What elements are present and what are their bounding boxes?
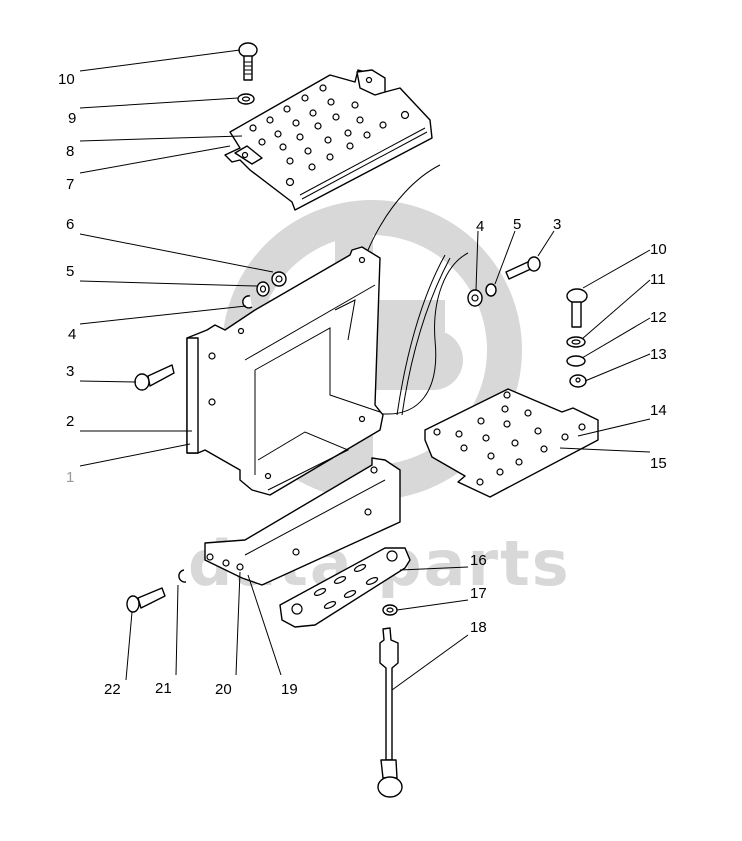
- washer-17: [382, 604, 398, 616]
- step-arm: [204, 457, 401, 586]
- callout-5-left: 5: [66, 263, 74, 280]
- callout-1: 1: [66, 469, 74, 486]
- callout-7: 7: [66, 176, 74, 193]
- callout-4-left: 4: [68, 326, 76, 343]
- callout-14: 14: [650, 402, 667, 419]
- callout-22: 22: [104, 681, 121, 698]
- lower-step-plate: [424, 388, 599, 498]
- fender-line: [367, 164, 441, 251]
- carriage-bolt-10-right: [566, 288, 588, 328]
- callout-20: 20: [215, 681, 232, 698]
- callout-labels: 10 9 8 7 6 5 4 3 2 1 4 5 3 10 11 12 13 1…: [58, 71, 667, 698]
- callout-10-right: 10: [650, 241, 667, 258]
- step-tread: [279, 547, 411, 628]
- callout-17: 17: [470, 585, 487, 602]
- callout-6: 6: [66, 216, 74, 233]
- spring-washer-12: [566, 355, 586, 367]
- lower-plate-holes: [433, 391, 586, 486]
- fender-curve: [374, 252, 469, 415]
- callout-3-right: 3: [553, 216, 561, 233]
- callout-16: 16: [470, 552, 487, 569]
- nut-13: [569, 374, 587, 388]
- callout-15: 15: [650, 455, 667, 472]
- upper-step-plate: [224, 69, 433, 211]
- main-bracket: [186, 246, 384, 496]
- hex-bolt-3-right: [505, 256, 541, 280]
- callout-19: 19: [281, 681, 298, 698]
- support-rod: [377, 627, 403, 798]
- callout-13: 13: [650, 346, 667, 363]
- spring-washer-4-left: [242, 295, 253, 309]
- plate-holes: [249, 84, 410, 187]
- spring-washer-5-right: [485, 283, 497, 297]
- callout-2: 2: [66, 413, 74, 430]
- callout-21: 21: [155, 680, 172, 697]
- callout-8: 8: [66, 143, 74, 160]
- nut-6: [271, 271, 287, 287]
- washer-5-left: [256, 281, 270, 297]
- leader-lines: [79, 49, 651, 691]
- callout-10-top: 10: [58, 71, 75, 88]
- carriage-bolt-top: [238, 42, 258, 81]
- callout-4-right: 4: [476, 218, 484, 235]
- spring-washer-21: [178, 569, 187, 583]
- callout-3-left: 3: [66, 363, 74, 380]
- nut-4-right: [467, 289, 483, 307]
- washer-11: [566, 336, 586, 348]
- callout-12: 12: [650, 309, 667, 326]
- washer-9: [237, 93, 255, 105]
- hex-bolt-22: [126, 587, 166, 613]
- callout-11: 11: [650, 271, 666, 288]
- callout-9: 9: [68, 110, 76, 127]
- hex-bolt-3-left: [134, 364, 175, 391]
- callout-5-right: 5: [513, 216, 521, 233]
- callout-18: 18: [470, 619, 487, 636]
